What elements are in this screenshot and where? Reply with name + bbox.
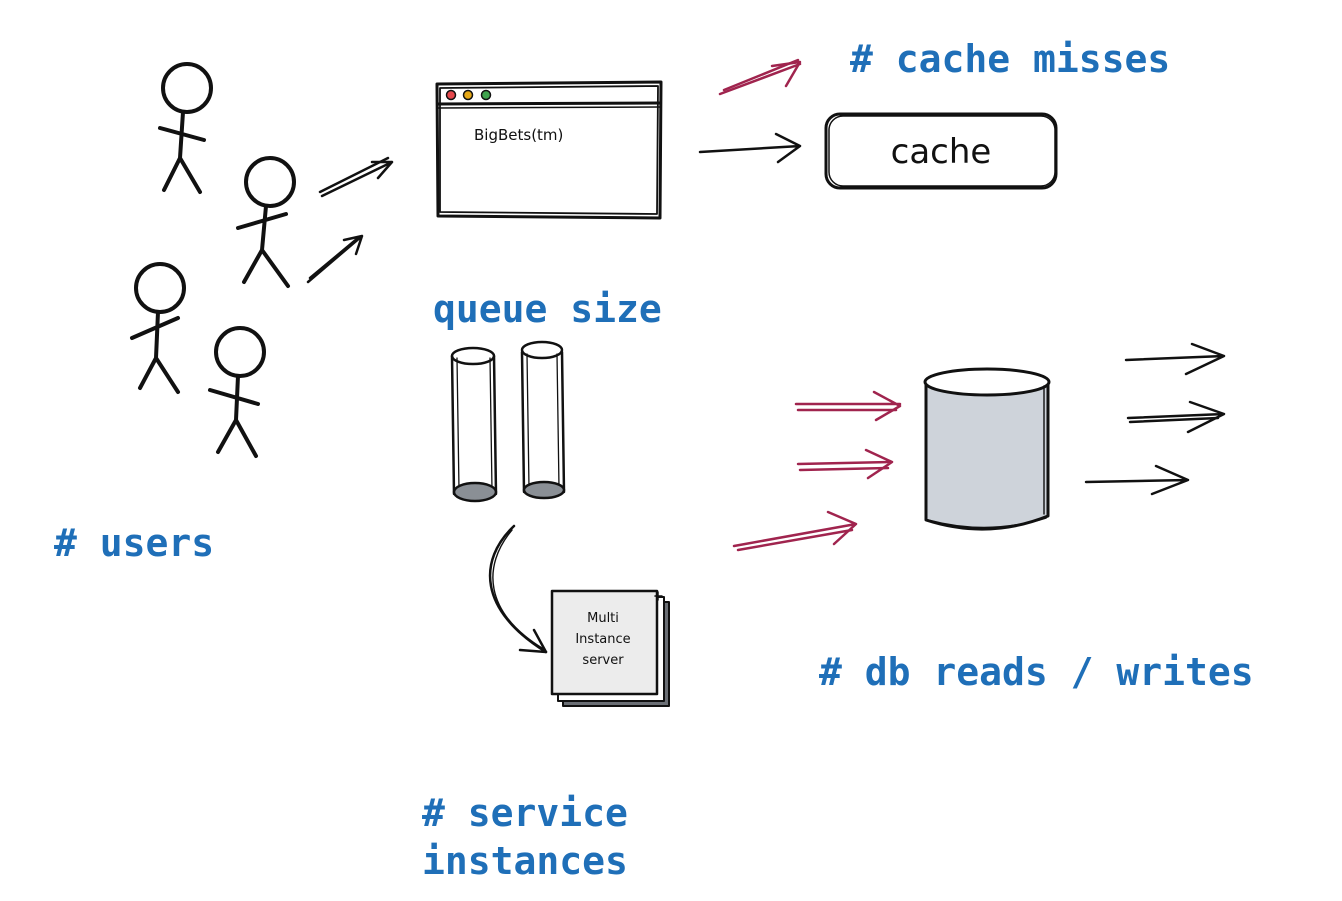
arrow-icon — [1084, 464, 1190, 496]
user-figure-icon — [130, 262, 186, 394]
server-stack-icon — [550, 589, 670, 707]
cache-misses-label: # cache misses — [850, 37, 1171, 81]
queue-size-label: queue size — [433, 287, 662, 331]
db-request-arrow-icon — [796, 448, 894, 480]
cache-box-icon — [824, 112, 1058, 190]
browser-window-title: BigBets(tm) — [474, 126, 563, 144]
window-close-dot-icon — [445, 89, 457, 101]
cache-miss-arrow-icon — [718, 58, 802, 96]
curved-arrow-icon — [488, 524, 548, 654]
service-instances-label-line2: instances — [422, 839, 628, 883]
service-instances-label-line1: # service — [422, 791, 628, 835]
window-maximize-dot-icon — [480, 89, 492, 101]
server-label-line3: server — [582, 653, 624, 668]
queue-cylinder-icon — [520, 340, 566, 500]
cache-box-label: cache — [891, 132, 992, 172]
window-minimize-dot-icon — [462, 89, 474, 101]
db-request-arrow-icon — [732, 510, 858, 552]
arrow-icon — [1124, 342, 1226, 376]
arrow-icon — [698, 132, 802, 164]
user-figure-icon — [208, 326, 266, 458]
users-label: # users — [54, 521, 215, 565]
db-request-arrow-icon — [794, 390, 902, 422]
server-label-line2: Instance — [575, 632, 630, 647]
database-icon — [923, 367, 1051, 531]
db-reads-writes-label: # db reads / writes — [819, 650, 1254, 694]
server-label-line1: Multi — [587, 611, 619, 626]
arrow-icon — [318, 156, 394, 198]
queue-cylinder-icon — [450, 346, 498, 503]
arrow-icon — [306, 234, 364, 284]
arrow-icon — [1126, 400, 1226, 434]
browser-window-icon — [435, 80, 663, 220]
user-figure-icon — [158, 62, 213, 194]
user-figure-icon — [236, 156, 296, 288]
